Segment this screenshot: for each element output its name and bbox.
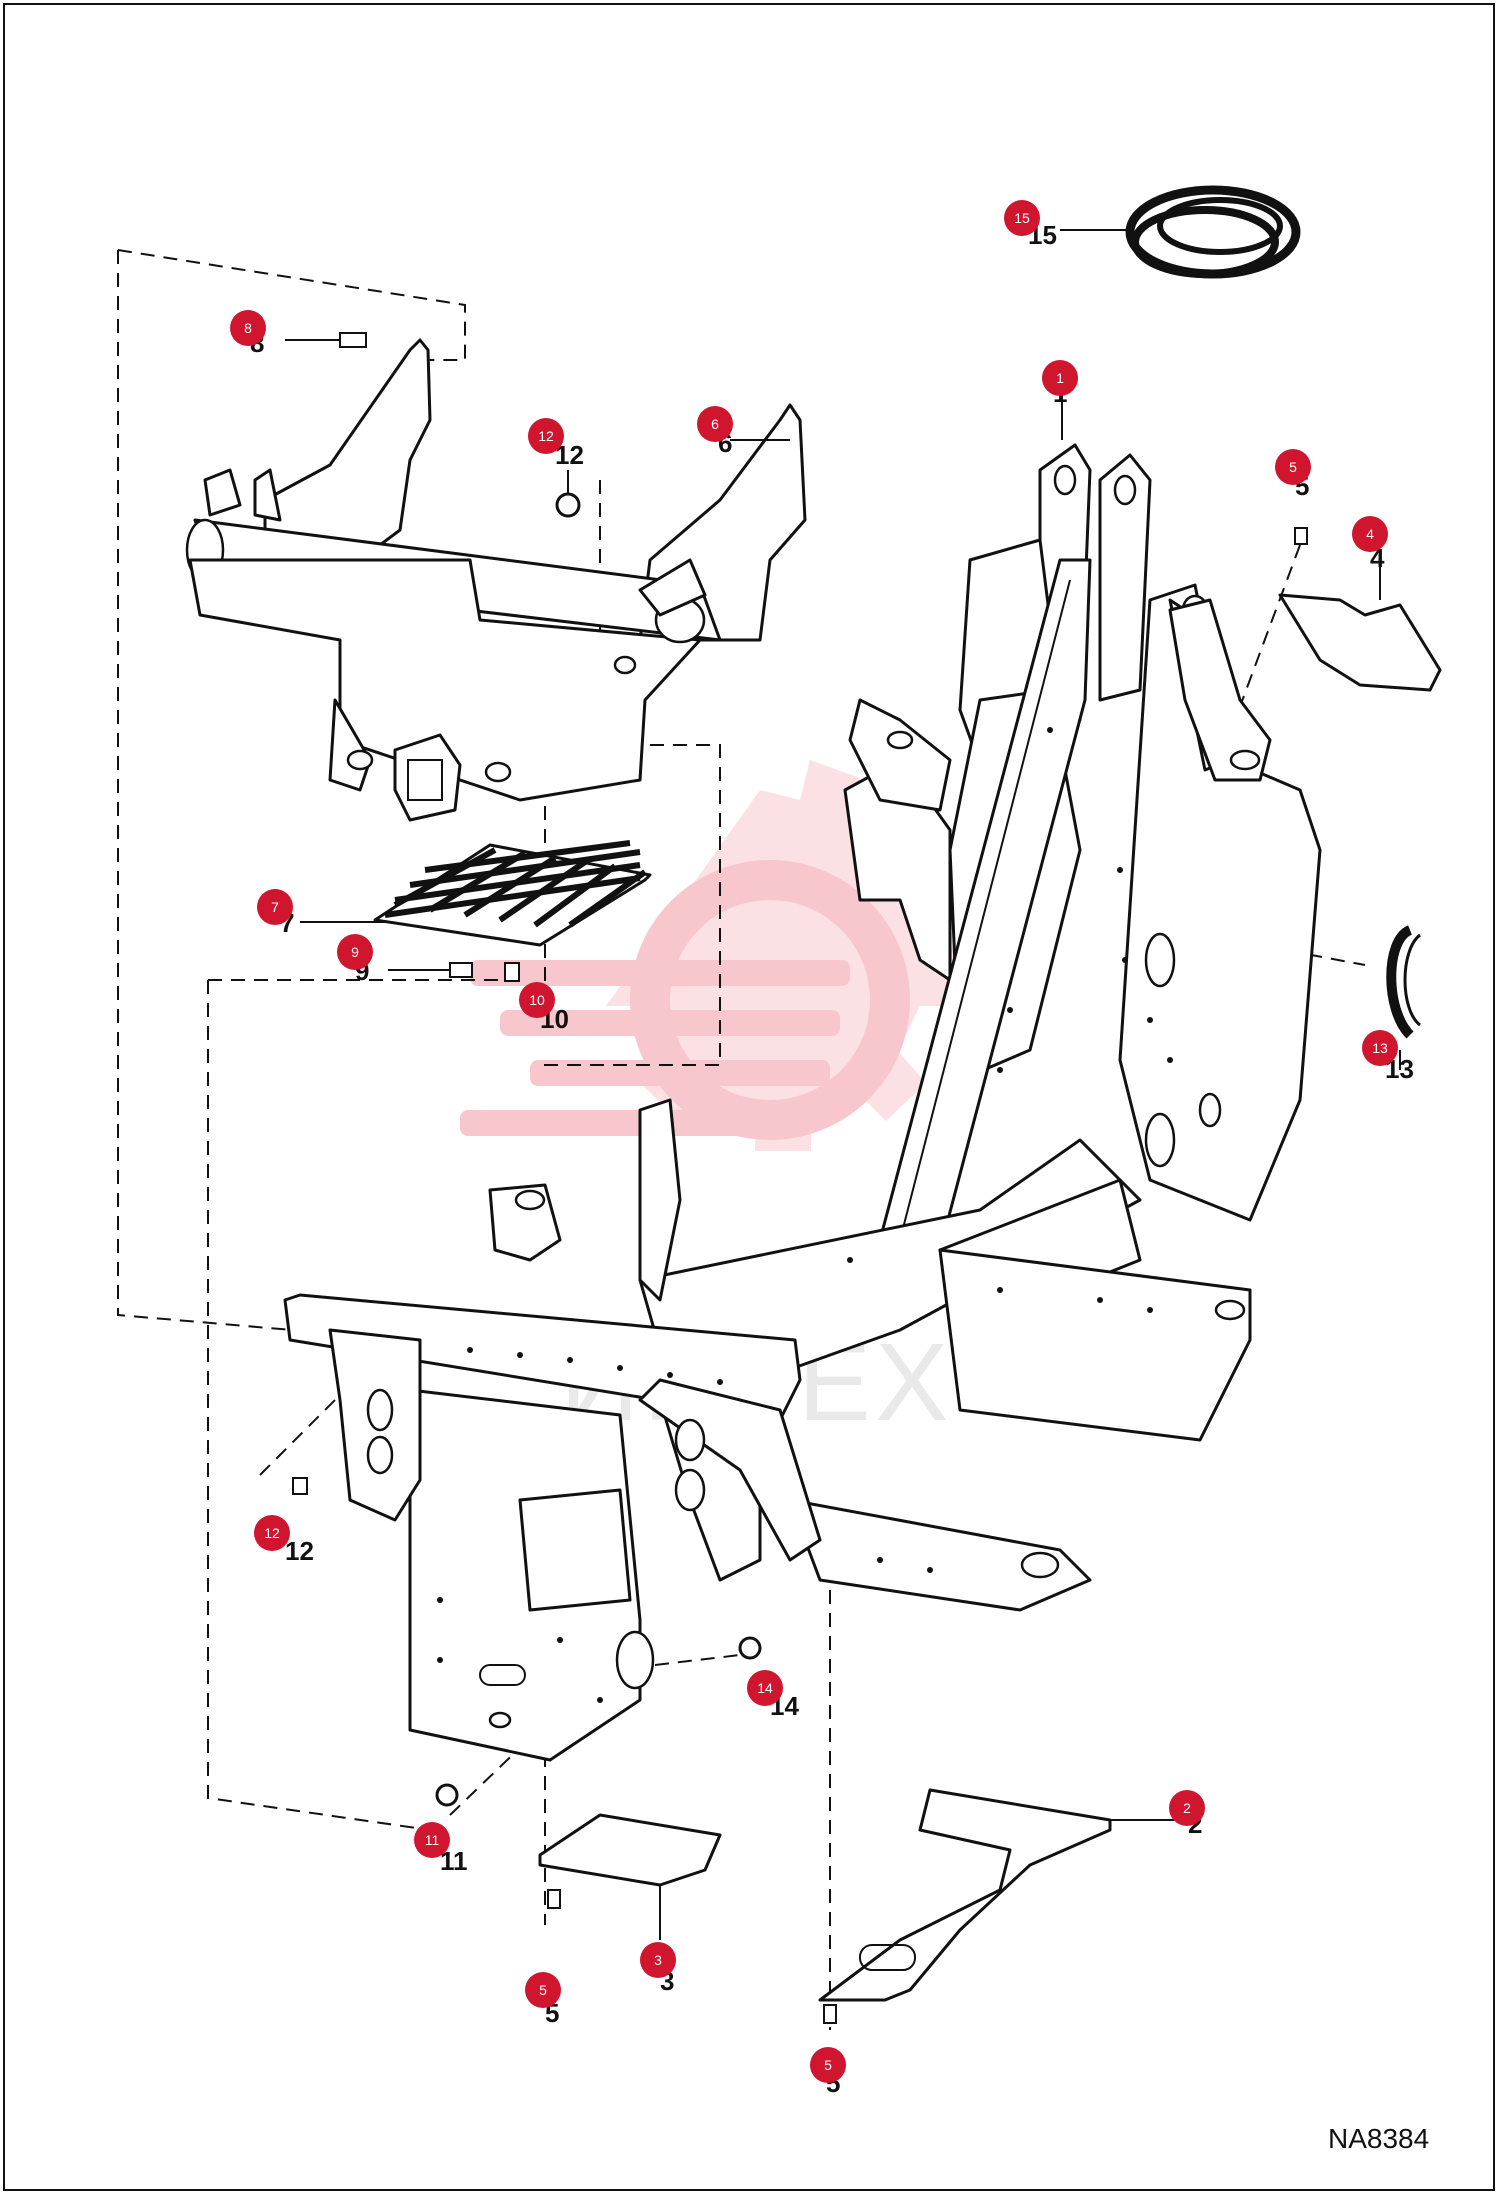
svg-text:6: 6 — [711, 416, 719, 432]
bolt-8 — [339, 332, 367, 348]
rubber-seal — [1386, 925, 1422, 1070]
callout-13[interactable]: 13 — [1362, 1030, 1398, 1066]
callout-12b[interactable]: 12 — [254, 1515, 290, 1551]
callout-9[interactable]: 9 — [337, 934, 373, 970]
svg-text:2: 2 — [1183, 1800, 1191, 1816]
svg-text:7: 7 — [271, 899, 279, 915]
svg-text:10: 10 — [529, 992, 545, 1008]
callout-8[interactable]: 8 — [230, 310, 266, 346]
svg-text:14: 14 — [757, 1680, 773, 1696]
svg-text:9: 9 — [351, 944, 359, 960]
svg-text:5: 5 — [824, 2057, 832, 2073]
drawing-id: NA8384 — [1328, 2123, 1429, 2154]
small-hardware — [292, 1477, 762, 1807]
callout-4[interactable]: 4 — [1352, 516, 1388, 552]
svg-text:15: 15 — [1014, 210, 1030, 226]
callout-5a[interactable]: 5 — [1275, 449, 1311, 485]
skid-plate-2 — [818, 1788, 1175, 2024]
callout-11[interactable]: 11 — [414, 1822, 450, 1858]
svg-text:5: 5 — [1289, 459, 1297, 475]
callout-12a[interactable]: 12 — [528, 418, 564, 454]
callout-15[interactable]: 15 — [1004, 200, 1040, 236]
callout-7[interactable]: 7 — [257, 889, 293, 925]
callout-10[interactable]: 10 — [519, 982, 555, 1018]
callout-1[interactable]: 1 — [1042, 360, 1078, 396]
bolts-9-10 — [388, 962, 520, 982]
hitch-bracket-assembly — [185, 332, 807, 822]
svg-text:12: 12 — [538, 428, 554, 444]
callout-3[interactable]: 3 — [640, 1942, 676, 1978]
svg-text:8: 8 — [244, 320, 252, 336]
callout-6[interactable]: 6 — [697, 406, 733, 442]
page-border — [3, 3, 1495, 2191]
callout-5b[interactable]: 5 — [525, 1972, 561, 2008]
svg-text:4: 4 — [1366, 526, 1374, 542]
nut-12-upper — [555, 470, 581, 518]
svg-text:13: 13 — [1372, 1040, 1388, 1056]
hose-coil — [1060, 185, 1301, 279]
callout-5c[interactable]: 5 — [810, 2047, 846, 2083]
callout-badges: 1 2 3 4 5 5 5 6 7 8 9 10 11 12 12 13 14 … — [230, 200, 1398, 2083]
svg-text:3: 3 — [654, 1952, 662, 1968]
callout-14[interactable]: 14 — [747, 1670, 783, 1706]
grille-panel — [300, 840, 652, 947]
svg-text:5: 5 — [539, 1982, 547, 1998]
callout-2[interactable]: 2 — [1169, 1790, 1205, 1826]
cover-plate-4 — [1278, 527, 1442, 692]
svg-text:1: 1 — [1056, 370, 1064, 386]
part-number-12b: 12 — [285, 1536, 314, 1566]
access-plate-3 — [538, 1813, 722, 1940]
svg-text:11: 11 — [425, 1832, 440, 1848]
main-frame — [283, 390, 1322, 1762]
svg-text:12: 12 — [264, 1525, 280, 1541]
